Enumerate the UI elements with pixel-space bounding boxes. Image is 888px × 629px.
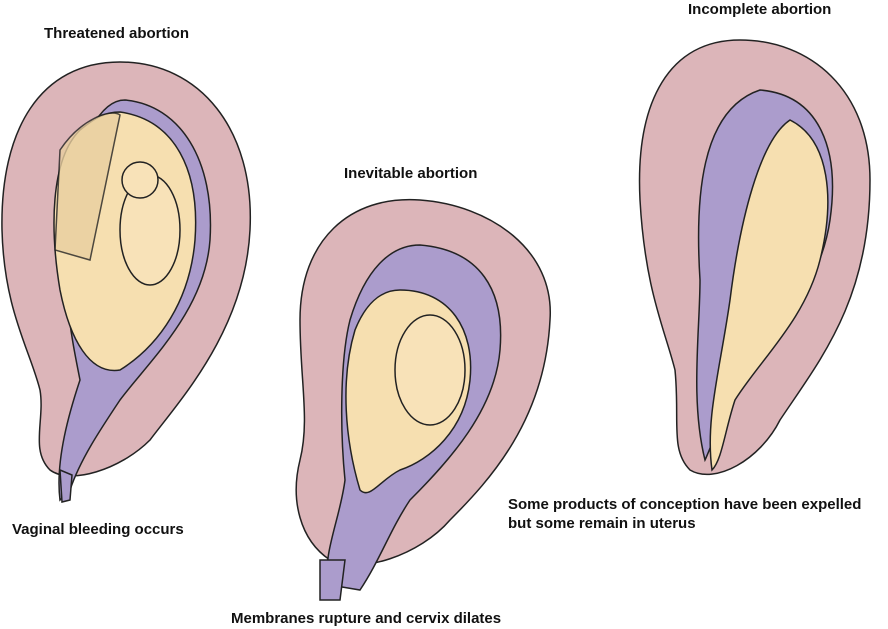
caption-inevitable-abortion: Membranes rupture and cervix dilates bbox=[231, 610, 502, 627]
caption-incomplete-abortion-line1: Some products of conception have been ex… bbox=[508, 496, 862, 513]
caption-threatened-abortion: Vaginal bleeding occurs bbox=[12, 521, 184, 538]
uterus-threatened bbox=[1, 61, 252, 503]
uterus-incomplete bbox=[638, 39, 871, 476]
uterus-inevitable bbox=[295, 198, 551, 601]
title-threatened-abortion: Threatened abortion bbox=[44, 25, 190, 42]
title-incomplete-abortion: Incomplete abortion bbox=[688, 1, 832, 18]
title-inevitable-abortion: Inevitable abortion bbox=[344, 165, 478, 182]
caption-incomplete-abortion-line2: but some remain in uterus bbox=[508, 515, 696, 532]
